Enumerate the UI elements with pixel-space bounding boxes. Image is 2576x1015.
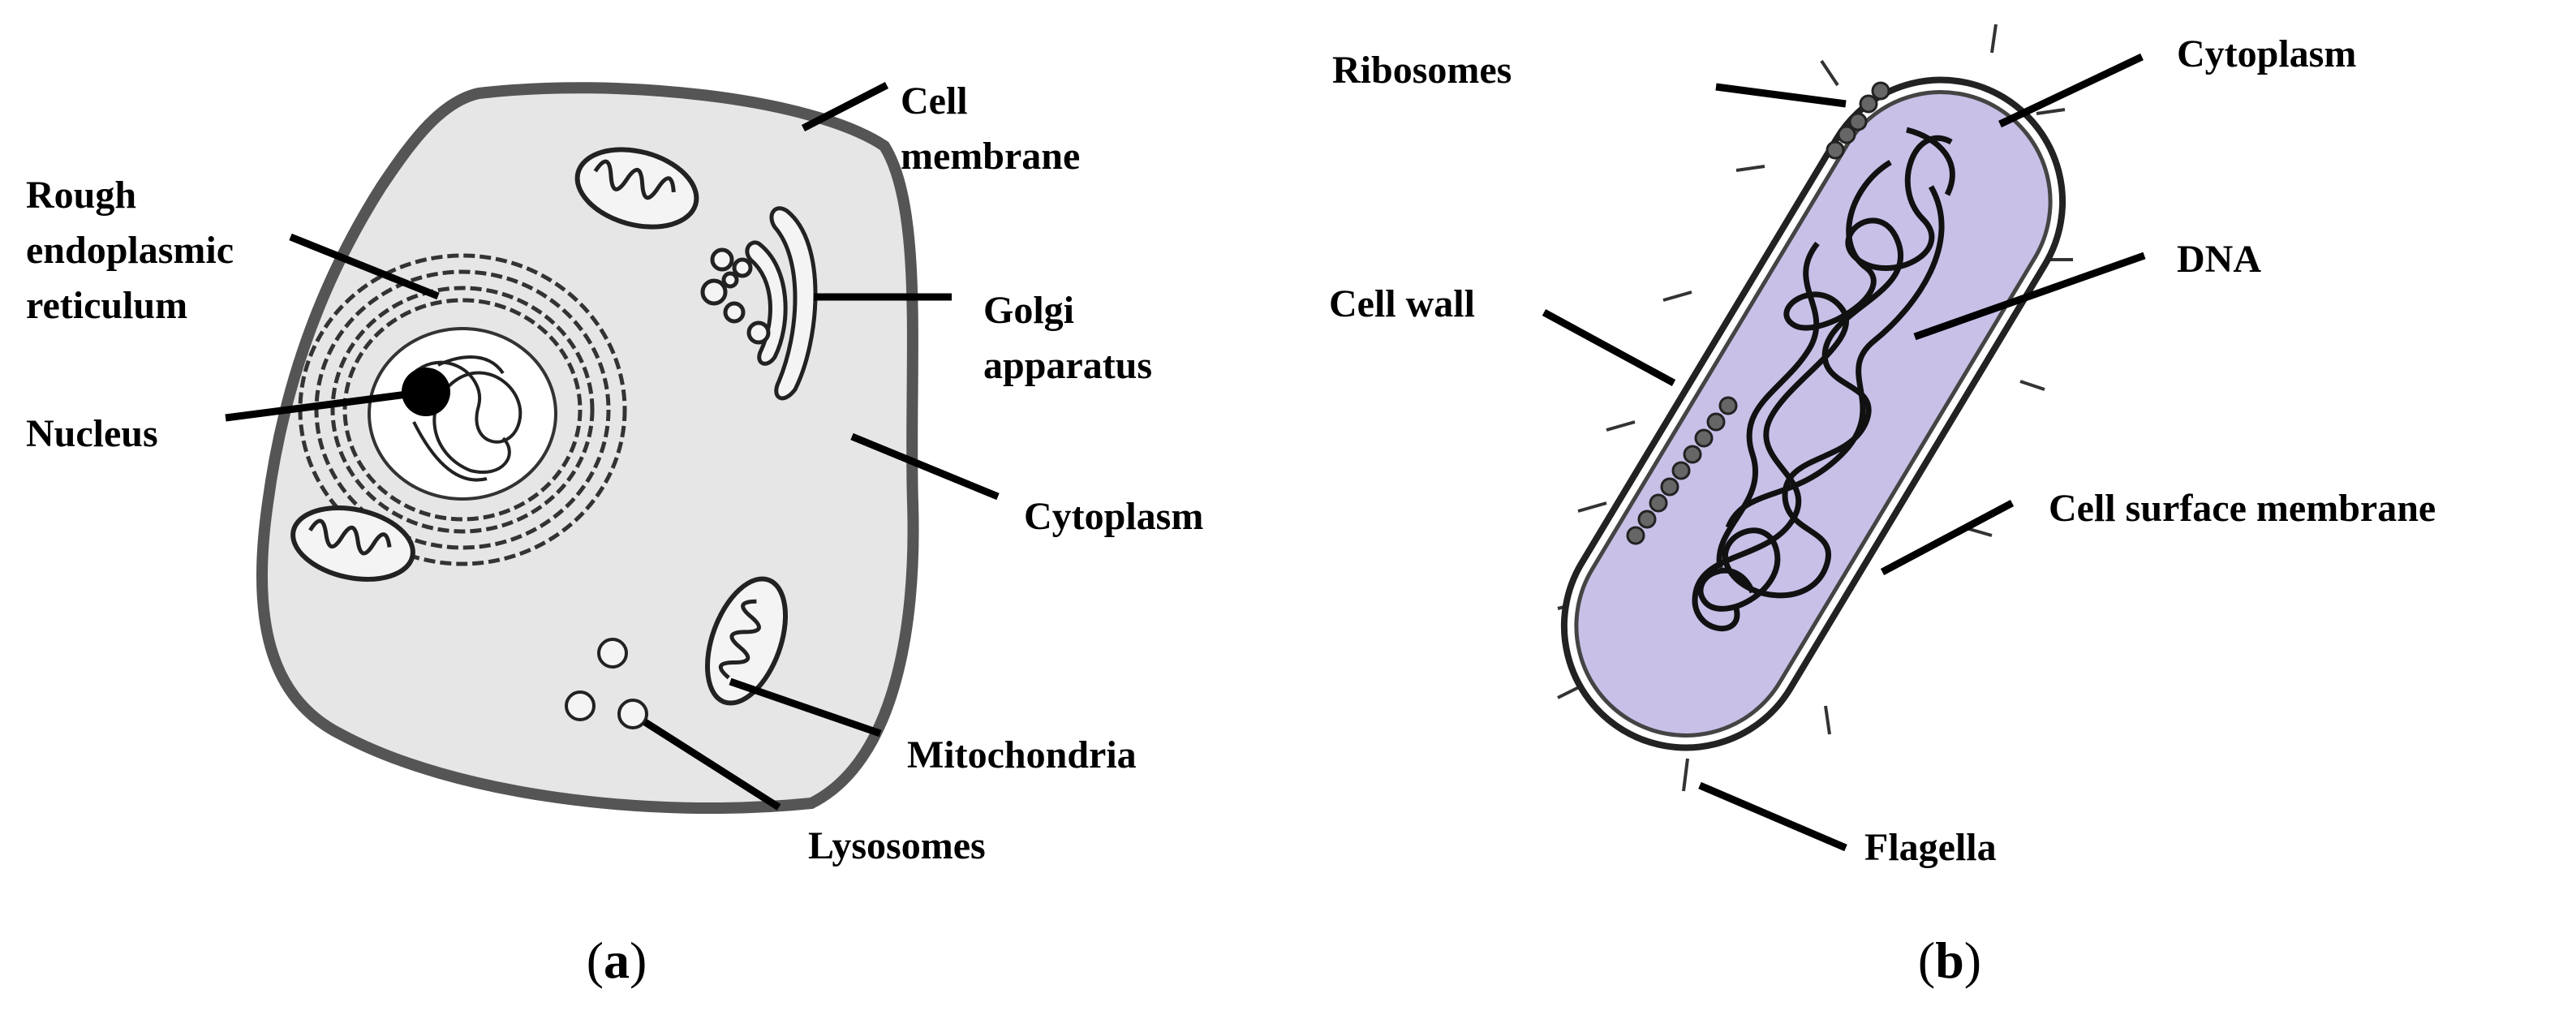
caption-b: (b) [1918,931,1981,989]
nucleus-shape [368,327,557,501]
label-lysosomes: Lysosomes [808,824,986,867]
label-mitochondria: Mitochondria [907,733,1137,776]
ribosome-shapes [1626,81,1890,545]
leader-mitochondria [729,677,882,738]
mitochondrion-right [704,576,789,706]
leader-cell-membrane-a [801,81,889,132]
bacterium-body [1560,76,2066,751]
label-flagella: Flagella [1864,826,1997,869]
dna-shape [1692,127,1955,632]
label-cytoplasm-a: Cytoplasm [1024,495,1203,538]
leader-dna [1913,252,2146,341]
label-nucleus: Nucleus [26,412,158,455]
label-ribosomes: Ribosomes [1332,49,1512,92]
panel-b-bacterial-cell: Ribosomes Cytoplasm DNA Cell wall Cell s… [1329,24,2436,989]
label-cytoplasm-b: Cytoplasm [2177,32,2356,75]
label-dna: DNA [2177,238,2261,281]
leader-cytoplasm-a [850,432,1000,501]
golgi-shape [700,206,818,401]
leader-flagella [1698,781,1847,852]
flagella-hairs [1557,24,2073,792]
panel-a-animal-cell: Cell membrane Rough endoplasmic reticulu… [26,80,1203,989]
label-cell-surface-membrane: Cell surface membrane [2049,487,2436,530]
label-rough-er: Rough endoplasmic reticulum [26,174,243,327]
leader-ribosomes [1715,83,1847,108]
label-golgi: Golgi apparatus [983,289,1152,387]
label-cell-wall: Cell wall [1329,282,1475,325]
lysosome-shapes [565,638,648,729]
caption-a: (a) [587,931,647,989]
mitochondrion-top [574,147,699,230]
leader-nucleus [225,388,427,422]
leader-lysosomes [643,719,781,811]
leader-cell-wall [1542,309,1676,386]
leader-cytoplasm-b [1998,53,2144,128]
mitochondrion-left [290,505,415,582]
label-cell-membrane: Cell membrane [901,80,1080,178]
leader-cell-surface-membrane [1880,500,2015,575]
leader-rough-er [289,233,440,300]
